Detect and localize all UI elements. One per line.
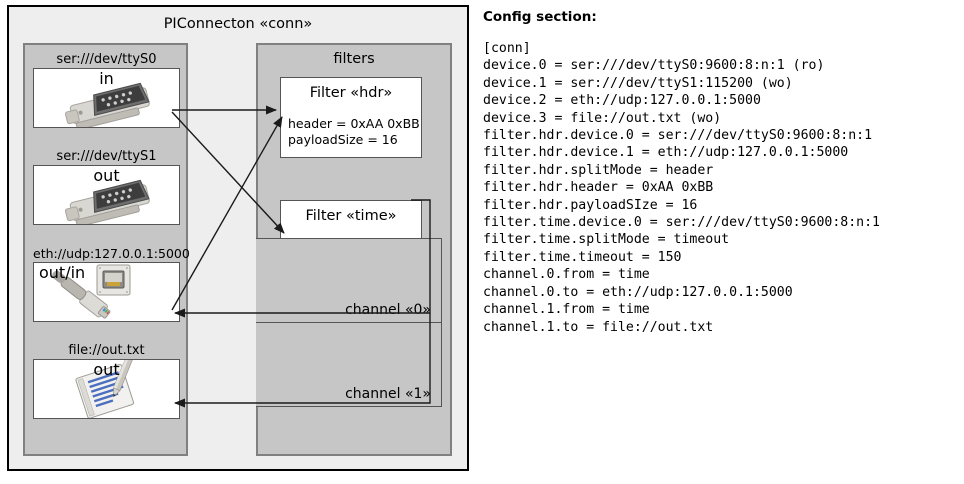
serial-port-icon (64, 82, 150, 127)
device-label: ser:///dev/ttyS1 (56, 149, 157, 164)
device-group-file: file://out.txt out (33, 342, 180, 419)
config-line: filter.hdr.payloadSIze = 16 (483, 197, 698, 213)
diagram-frame: PIConnecton «conn» ser:///dev/ttyS0 in (7, 5, 469, 471)
config-line: filter.time.splitMode = timeout (483, 232, 730, 248)
config-body: [conn] device.0 = ser:///dev/ttyS0:9600:8… (483, 40, 961, 336)
filters-column: filters Filter «hdr» header = 0xAA 0xBB … (256, 43, 452, 456)
config-line: filter.hdr.device.0 = ser:///dev/ttyS0:9… (483, 128, 873, 144)
device-label: ser:///dev/ttyS0 (56, 52, 157, 67)
filter-property: header = 0xAA 0xBB (288, 116, 420, 131)
device-direction-label: out (93, 166, 120, 185)
channel-box-0[interactable]: channel «0» (256, 238, 442, 323)
config-line: channel.1.from = time (483, 302, 650, 318)
config-line: channel.0.from = time (483, 267, 650, 283)
channel-label: channel «1» (345, 386, 431, 402)
devices-column: ser:///dev/ttyS0 in (23, 43, 190, 456)
filter-title: Filter «time» (305, 208, 397, 224)
config-line: filter.hdr.device.1 = eth://udp:127.0.0.… (483, 145, 849, 161)
device-direction-label: out/in (39, 263, 86, 282)
device-box-serial1[interactable]: out (33, 165, 180, 225)
filters-title: filters (333, 51, 375, 67)
config-line: device.3 = file://out.txt (wo) (483, 110, 722, 126)
serial-port-icon (64, 179, 150, 224)
device-box-ethernet[interactable]: out/in (33, 262, 180, 322)
device-box-file[interactable]: out (33, 359, 180, 419)
ethernet-socket-icon (52, 264, 131, 319)
filter-title: Filter «hdr» (309, 85, 393, 101)
channel-label: channel «0» (345, 302, 431, 318)
filter-property: payloadSize = 16 (288, 132, 398, 147)
config-line: filter.hdr.header = 0xAA 0xBB (483, 180, 714, 196)
device-group-ethernet: eth://udp:127.0.0.1:5000 out/in (33, 245, 190, 322)
device-label: eth://udp:127.0.0.1:5000 (33, 246, 190, 261)
config-line: filter.hdr.splitMode = header (483, 162, 714, 178)
config-heading: Config section: (483, 9, 597, 25)
device-direction-label: out (93, 360, 120, 379)
config-line: filter.time.device.0 = ser:///dev/ttyS0:… (483, 215, 880, 231)
config-line: channel.1.to = file://out.txt (483, 319, 714, 335)
config-section: Config section: [conn] device.0 = ser:///… (483, 8, 961, 336)
config-line: channel.0.to = eth://udp:127.0.0.1:5000 (483, 284, 793, 300)
text-file-icon (75, 360, 135, 418)
filter-box-hdr[interactable]: Filter «hdr» header = 0xAA 0xBB payloadS… (280, 77, 422, 158)
config-line: [conn] (483, 41, 531, 56)
device-box-serial0[interactable]: in (33, 68, 180, 128)
config-line: device.2 = eth://udp:127.0.0.1:5000 (483, 93, 761, 109)
config-line: filter.time.timeout = 150 (483, 249, 682, 265)
device-label: file://out.txt (68, 343, 145, 358)
channel-box-1[interactable]: channel «1» (256, 322, 442, 407)
device-direction-label: in (99, 69, 114, 88)
config-line: device.1 = ser:///dev/ttyS1:115200 (wo) (483, 75, 793, 91)
page-title: PIConnecton «conn» (163, 16, 313, 32)
device-group-serial1: ser:///dev/ttyS1 out (33, 148, 180, 225)
device-group-serial0: ser:///dev/ttyS0 in (33, 51, 180, 128)
config-line: device.0 = ser:///dev/ttyS0:9600:8:n:1 (… (483, 58, 825, 74)
